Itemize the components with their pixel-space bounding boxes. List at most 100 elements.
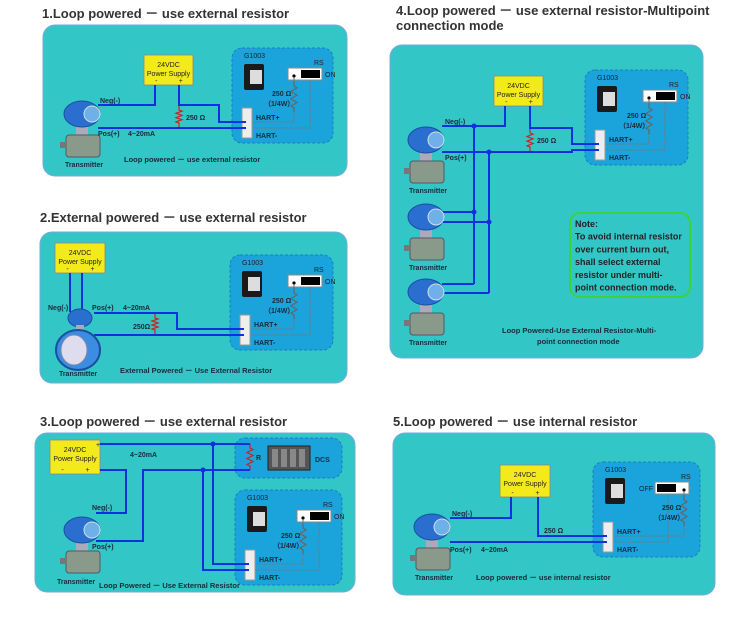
ps-minus-terminal: - [505, 99, 508, 106]
switch-on-label: ON [325, 72, 336, 79]
panel-3-caption: Loop Powered － Use External Resistor [99, 581, 240, 590]
resistor-icon [679, 496, 689, 526]
pos-label: Pos(+) [450, 547, 472, 554]
resistor-icon [245, 444, 255, 470]
ps-plus-terminal: + [179, 78, 183, 85]
current-label: 4~20mA [128, 131, 155, 138]
module-label: G1003 [605, 467, 626, 474]
wire [94, 312, 244, 330]
resistor-value: 250 Ω [186, 115, 206, 122]
ps-label: Power Supply [147, 71, 191, 78]
dcs-resistor-label: R [256, 455, 261, 462]
resistor-value: 250 Ω [662, 505, 682, 512]
switch-on-label: ON [334, 514, 345, 521]
panel-5-title: 5.Loop powered － use internal resistor [393, 414, 637, 429]
resistor-power: （1/4W） [273, 542, 303, 550]
module-label: G1003 [247, 495, 268, 502]
transmitter-label: Transmitter [415, 575, 453, 582]
neg-label: Neg(-) [445, 119, 465, 126]
panel-4-caption: Loop Powered-Use External Resistor-Multi… [502, 326, 657, 335]
switch-on-label: ON [680, 94, 691, 101]
neg-label: Neg(-) [452, 511, 472, 518]
hart-minus-label: HART- [256, 133, 278, 140]
junction-dot [200, 467, 206, 473]
transmitter-label: Transmitter [65, 162, 103, 169]
wire [202, 470, 249, 571]
rs-label: RS [314, 60, 324, 67]
pos-label: Pos(+) [98, 131, 120, 138]
resistor-value: 250 Ω [272, 91, 292, 98]
wire [96, 469, 250, 542]
pressure-transmitter: Transmitter [404, 126, 447, 195]
power-supply: Power Supply - + [49, 439, 101, 475]
hart-plus-label: HART+ [617, 529, 641, 536]
junction-dot [471, 209, 477, 215]
neg-label: Neg(-) [100, 98, 120, 105]
resistor-icon [289, 82, 299, 112]
ps-plus-terminal: + [529, 99, 533, 106]
module-label: G1003 [244, 53, 265, 60]
resistor-icon [525, 129, 535, 151]
rs-label: RS [669, 82, 679, 89]
note-line: point connection mode. [575, 283, 677, 293]
wire [96, 469, 127, 514]
ps-plus-terminal: + [90, 266, 94, 273]
hart-minus-label: HART- [617, 547, 639, 554]
resistor-value: 250 Ω [544, 528, 564, 535]
ps-minus-terminal: - [66, 266, 69, 273]
ps-plus-terminal: + [85, 467, 89, 474]
pressure-transmitter: Transmitter [404, 203, 447, 272]
power-supply: Power Supply-+ [499, 464, 551, 498]
panel-1-caption: Loop powered － use external resistor [124, 155, 260, 164]
switch-on-label: ON [325, 279, 336, 286]
pos-label: Pos(+) [92, 305, 114, 312]
resistor-value: 250 Ω [537, 138, 557, 145]
current-label: 4~20mA [130, 452, 157, 459]
panel-4-title-line2: connection mode [396, 18, 504, 33]
ps-plus-terminal: + [96, 442, 100, 449]
ps-minus-terminal: - [61, 467, 64, 474]
note-line: Note: [575, 219, 598, 229]
hart-plus-label: HART+ [259, 557, 283, 564]
transmitter-label: Transmitter [409, 265, 447, 272]
power-supply: Power Supply- + [493, 75, 544, 107]
resistor-value: 250 Ω [281, 533, 301, 540]
hart-plus-label: HART+ [254, 322, 278, 329]
transmitter-label: Transmitter [409, 188, 447, 195]
ps-label: 24VDC [514, 472, 537, 479]
panel-1-title: 1.Loop powered － use external resistor [42, 6, 289, 21]
hart-plus-label: HART+ [609, 137, 633, 144]
junction-dot [471, 123, 477, 129]
wire [450, 497, 512, 519]
resistor-icon [289, 289, 299, 319]
resistor-icon [174, 106, 184, 127]
note-line: over current burn out, [575, 244, 669, 254]
resistor-power: （1/4W） [264, 307, 294, 315]
wire [537, 497, 607, 537]
ps-minus-terminal: - [511, 490, 514, 497]
ps-label: Power Supply [503, 481, 547, 488]
transmitter-label: Transmitter [59, 371, 97, 378]
resistor-power: （1/4W） [264, 100, 294, 108]
current-label: 4~20mA [123, 305, 150, 312]
panel-5-caption: Loop powered － use internal resistor [476, 573, 611, 582]
wire [442, 149, 599, 153]
ps-minus-terminal: - [155, 78, 158, 85]
wire [529, 106, 599, 145]
panel-3-title: 3.Loop powered － use external resistor [40, 414, 287, 429]
transmitter-label: Transmitter [409, 340, 447, 347]
ps-label: Power Supply [53, 456, 97, 463]
pos-label: Pos(+) [445, 155, 467, 162]
ps-label: Power Supply [497, 92, 541, 99]
note-line: shall select external [575, 257, 661, 267]
hart-minus-label: HART- [259, 575, 281, 582]
ps-label: 24VDC [157, 62, 180, 69]
panel-4-caption-line2: point connection mode [537, 337, 620, 346]
resistor-icon [644, 104, 654, 134]
rs-label: RS [314, 267, 324, 274]
transmitter-label: Transmitter [57, 579, 95, 586]
